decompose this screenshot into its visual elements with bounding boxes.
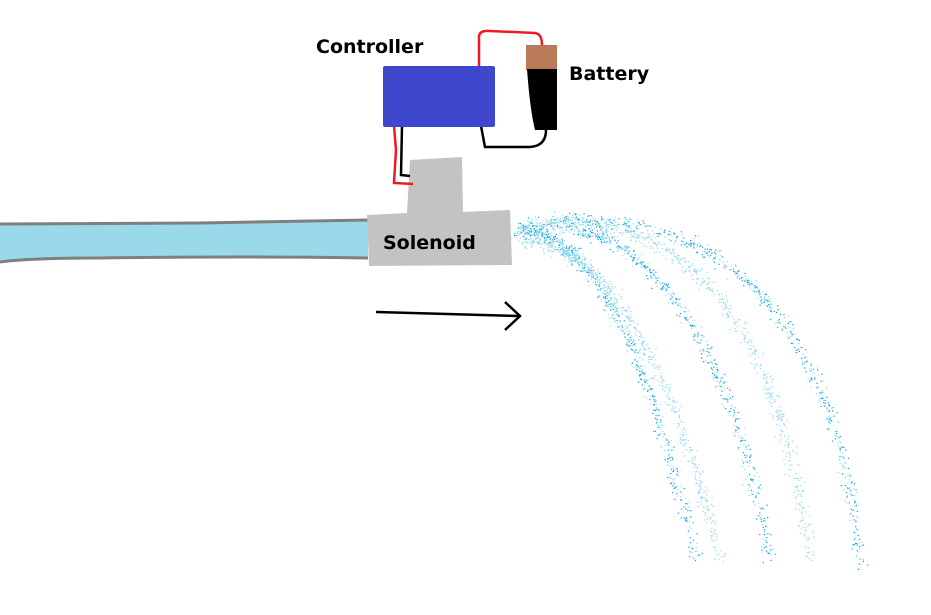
spray-stream [527, 211, 869, 570]
spray-stream [524, 214, 815, 562]
solenoid-label: Solenoid [383, 232, 476, 254]
wire-negative-battery [479, 125, 548, 149]
controller-label: Controller [316, 36, 424, 58]
water-pipe [0, 220, 368, 262]
water-spray [510, 211, 869, 570]
pipe-top-edge [0, 218, 369, 226]
spray-stream [510, 224, 703, 562]
wire-positive-solenoid [392, 125, 414, 186]
flow-arrow [375, 301, 522, 331]
wire-positive-battery [477, 29, 544, 67]
solenoid-valve [367, 157, 512, 266]
battery-cap [526, 45, 557, 70]
battery-body [527, 69, 557, 130]
spray-stream [517, 231, 726, 563]
pipe-bottom-edge [0, 255, 369, 264]
spray-stream [517, 218, 777, 564]
controller-box [383, 66, 495, 127]
wire-negative-solenoid [399, 125, 411, 178]
battery-label: Battery [569, 63, 650, 85]
